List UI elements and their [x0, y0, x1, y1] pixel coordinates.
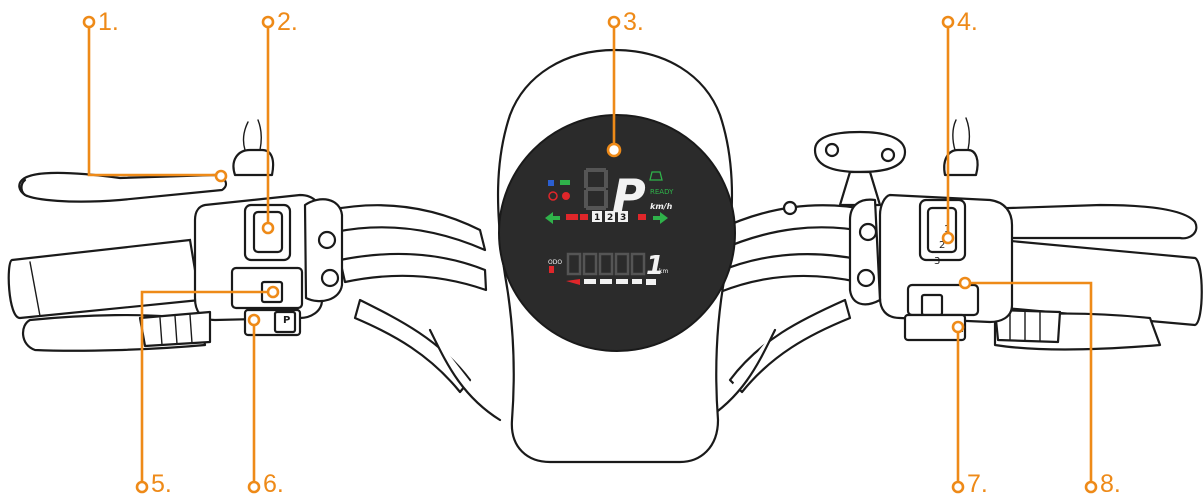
- callout-label-4: 4.: [957, 8, 978, 36]
- mode-box-2: [605, 211, 615, 222]
- battery-icon: [646, 279, 656, 285]
- high-beam-indicator: [548, 180, 554, 186]
- warning-indicator-2: [580, 214, 588, 220]
- park-button-label: P: [283, 315, 290, 326]
- lcd-contents: P READY km/h 1 2 3 ODO 1 km: [545, 168, 674, 285]
- speed-unit: km/h: [650, 202, 673, 211]
- callout-label-3: 3.: [623, 8, 644, 36]
- mode-box-3: [618, 211, 628, 222]
- ready-indicator: READY: [650, 188, 674, 196]
- left-turn-indicator: [545, 212, 560, 224]
- right-handlebar: 1 2 3 R: [782, 117, 1203, 351]
- light-indicator: [560, 180, 570, 185]
- battery-warning-icon: [562, 192, 570, 200]
- callout-line-5: [140, 290, 270, 482]
- turtle-icon: [649, 171, 663, 181]
- callout-label-5: 5.: [151, 470, 172, 498]
- callout-label-7: 7.: [967, 470, 988, 498]
- warning-indicator-3: [638, 214, 646, 220]
- battery-segment-4: [632, 279, 642, 284]
- gear-digit-dim: [584, 168, 608, 210]
- battery-segment-3: [616, 279, 628, 284]
- mode-box-1: [592, 211, 602, 222]
- brake-warning-icon: [548, 191, 558, 201]
- right-turn-indicator: [653, 212, 668, 224]
- distance-unit: km: [659, 268, 668, 275]
- mode-1-label: 1: [594, 213, 600, 223]
- mode-2-label: 2: [607, 213, 613, 223]
- callout-label-8: 8.: [1100, 470, 1121, 498]
- handlebar-cables: [328, 204, 872, 422]
- warning-indicator-1: [566, 214, 578, 220]
- odometer-dim-digits: [566, 252, 646, 276]
- callout-leaders: [82, 15, 1098, 494]
- mode-3-label: 3: [620, 213, 626, 223]
- battery-segment-1: [584, 279, 596, 284]
- speed-mode-3-label: 3: [934, 256, 940, 267]
- odometer-value: 1: [646, 251, 664, 281]
- callout-line-8: [968, 281, 1093, 482]
- battery-low-marker: [566, 279, 580, 285]
- fuel-icon: [549, 266, 554, 273]
- callout-label-2: 2.: [277, 8, 298, 36]
- speed-mode-2-label: 2: [939, 240, 945, 251]
- left-handlebar: [7, 119, 344, 352]
- callout-line-1: [87, 28, 220, 177]
- odo-label: ODO: [548, 259, 562, 266]
- callout-label-1: 1.: [98, 8, 119, 36]
- lcd-display: [498, 114, 736, 352]
- battery-segment-2: [600, 279, 612, 284]
- callout-label-6: 6.: [263, 470, 284, 498]
